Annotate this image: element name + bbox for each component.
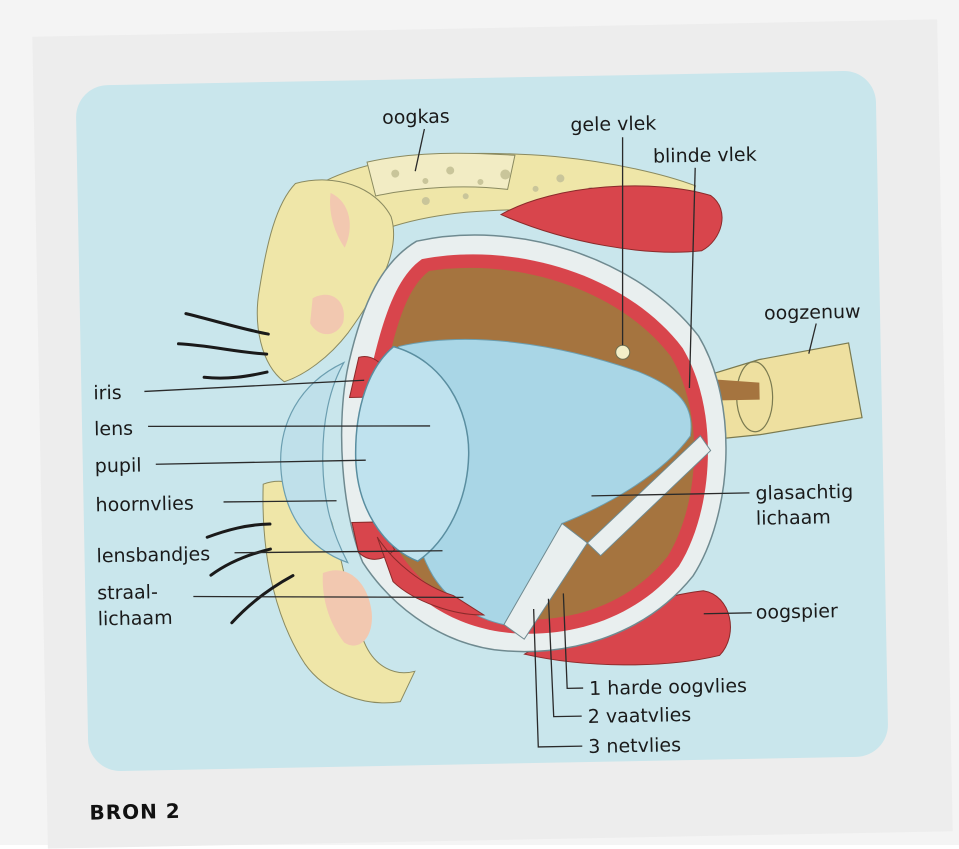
label-lens: lens <box>94 418 133 441</box>
label-iris: iris <box>93 382 122 405</box>
label-pupil: pupil <box>95 455 142 478</box>
label-straal-line2: lichaam <box>98 607 173 630</box>
label-straal-line1: straal- <box>97 581 158 604</box>
label-oogkas: oogkas <box>382 106 450 129</box>
label-vaatvlies: 2 vaatvlies <box>588 704 692 728</box>
macula <box>616 345 630 359</box>
label-glasachtig-line2: lichaam <box>756 506 831 529</box>
label-oogspier: oogspier <box>756 600 839 624</box>
source-label: BRON 2 <box>89 799 181 825</box>
label-lensbandjes: lensbandjes <box>96 543 210 567</box>
label-glasachtig-line1: glasachtig <box>755 481 853 505</box>
label-hoornvlies: hoornvlies <box>95 493 194 517</box>
label-harde-oogvlies: 1 harde oogvlies <box>589 675 747 700</box>
label-netvlies: 3 netvlies <box>588 734 681 758</box>
label-gele-vlek: gele vlek <box>570 113 656 137</box>
label-oogzenuw: oogzenuw <box>764 301 861 325</box>
label-blinde-vlek: blinde vlek <box>653 144 757 168</box>
